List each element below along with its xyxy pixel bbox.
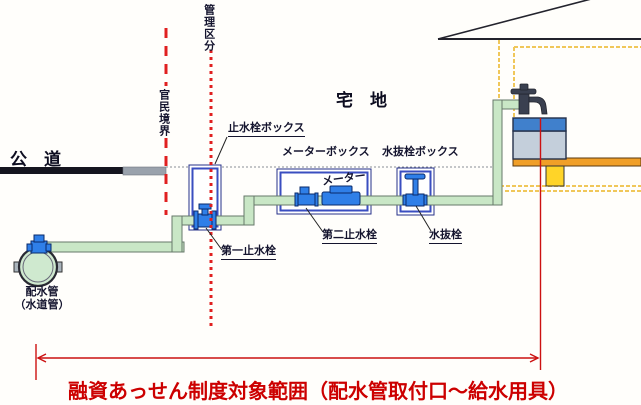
water-meter-icon: [321, 185, 361, 206]
water-main-icon: [13, 246, 63, 288]
sink-icon: [512, 117, 567, 160]
counter-icon: [512, 157, 641, 187]
second-stop-valve-label: 第二止水栓: [322, 229, 377, 244]
drain-valve-label: 水抜栓: [429, 229, 462, 244]
saddle-tap-icon: [26, 234, 52, 254]
residential-land-label: 宅 地: [336, 91, 387, 110]
second-stop-valve-icon: [294, 186, 319, 207]
house-roof-icon: [437, 0, 641, 40]
management-division-label: 管理区分: [202, 4, 215, 52]
faucet-icon: [510, 83, 548, 115]
drain-valve-icon: [402, 173, 428, 207]
leader-lines: [205, 136, 432, 251]
stop-valve-box-label: 止水栓ボックス: [228, 122, 305, 137]
water-main-label: 配水管 （水道管）: [10, 286, 74, 311]
measurement-lines: [35, 118, 542, 380]
public-private-boundary-label: 官民境界: [157, 89, 170, 137]
road-surface-black: [0, 167, 123, 174]
water-main-label-line2: （水道管）: [14, 298, 70, 311]
road-surface-gray: [122, 166, 167, 176]
house-wall-lines: [498, 40, 641, 192]
meter-box-label: メーターボックス: [282, 146, 370, 158]
drain-valve-box-label: 水抜栓ボックス: [382, 146, 459, 158]
public-road-label: 公 道: [10, 150, 61, 169]
water-main-label-line1: 配水管: [25, 286, 59, 298]
first-stop-valve-icon: [193, 203, 217, 230]
first-stop-valve-label: 第一止水栓: [221, 245, 276, 260]
financing-scope-caption: 融資あっせん制度対象範囲（配水管取付口～給水用具）: [68, 381, 568, 403]
